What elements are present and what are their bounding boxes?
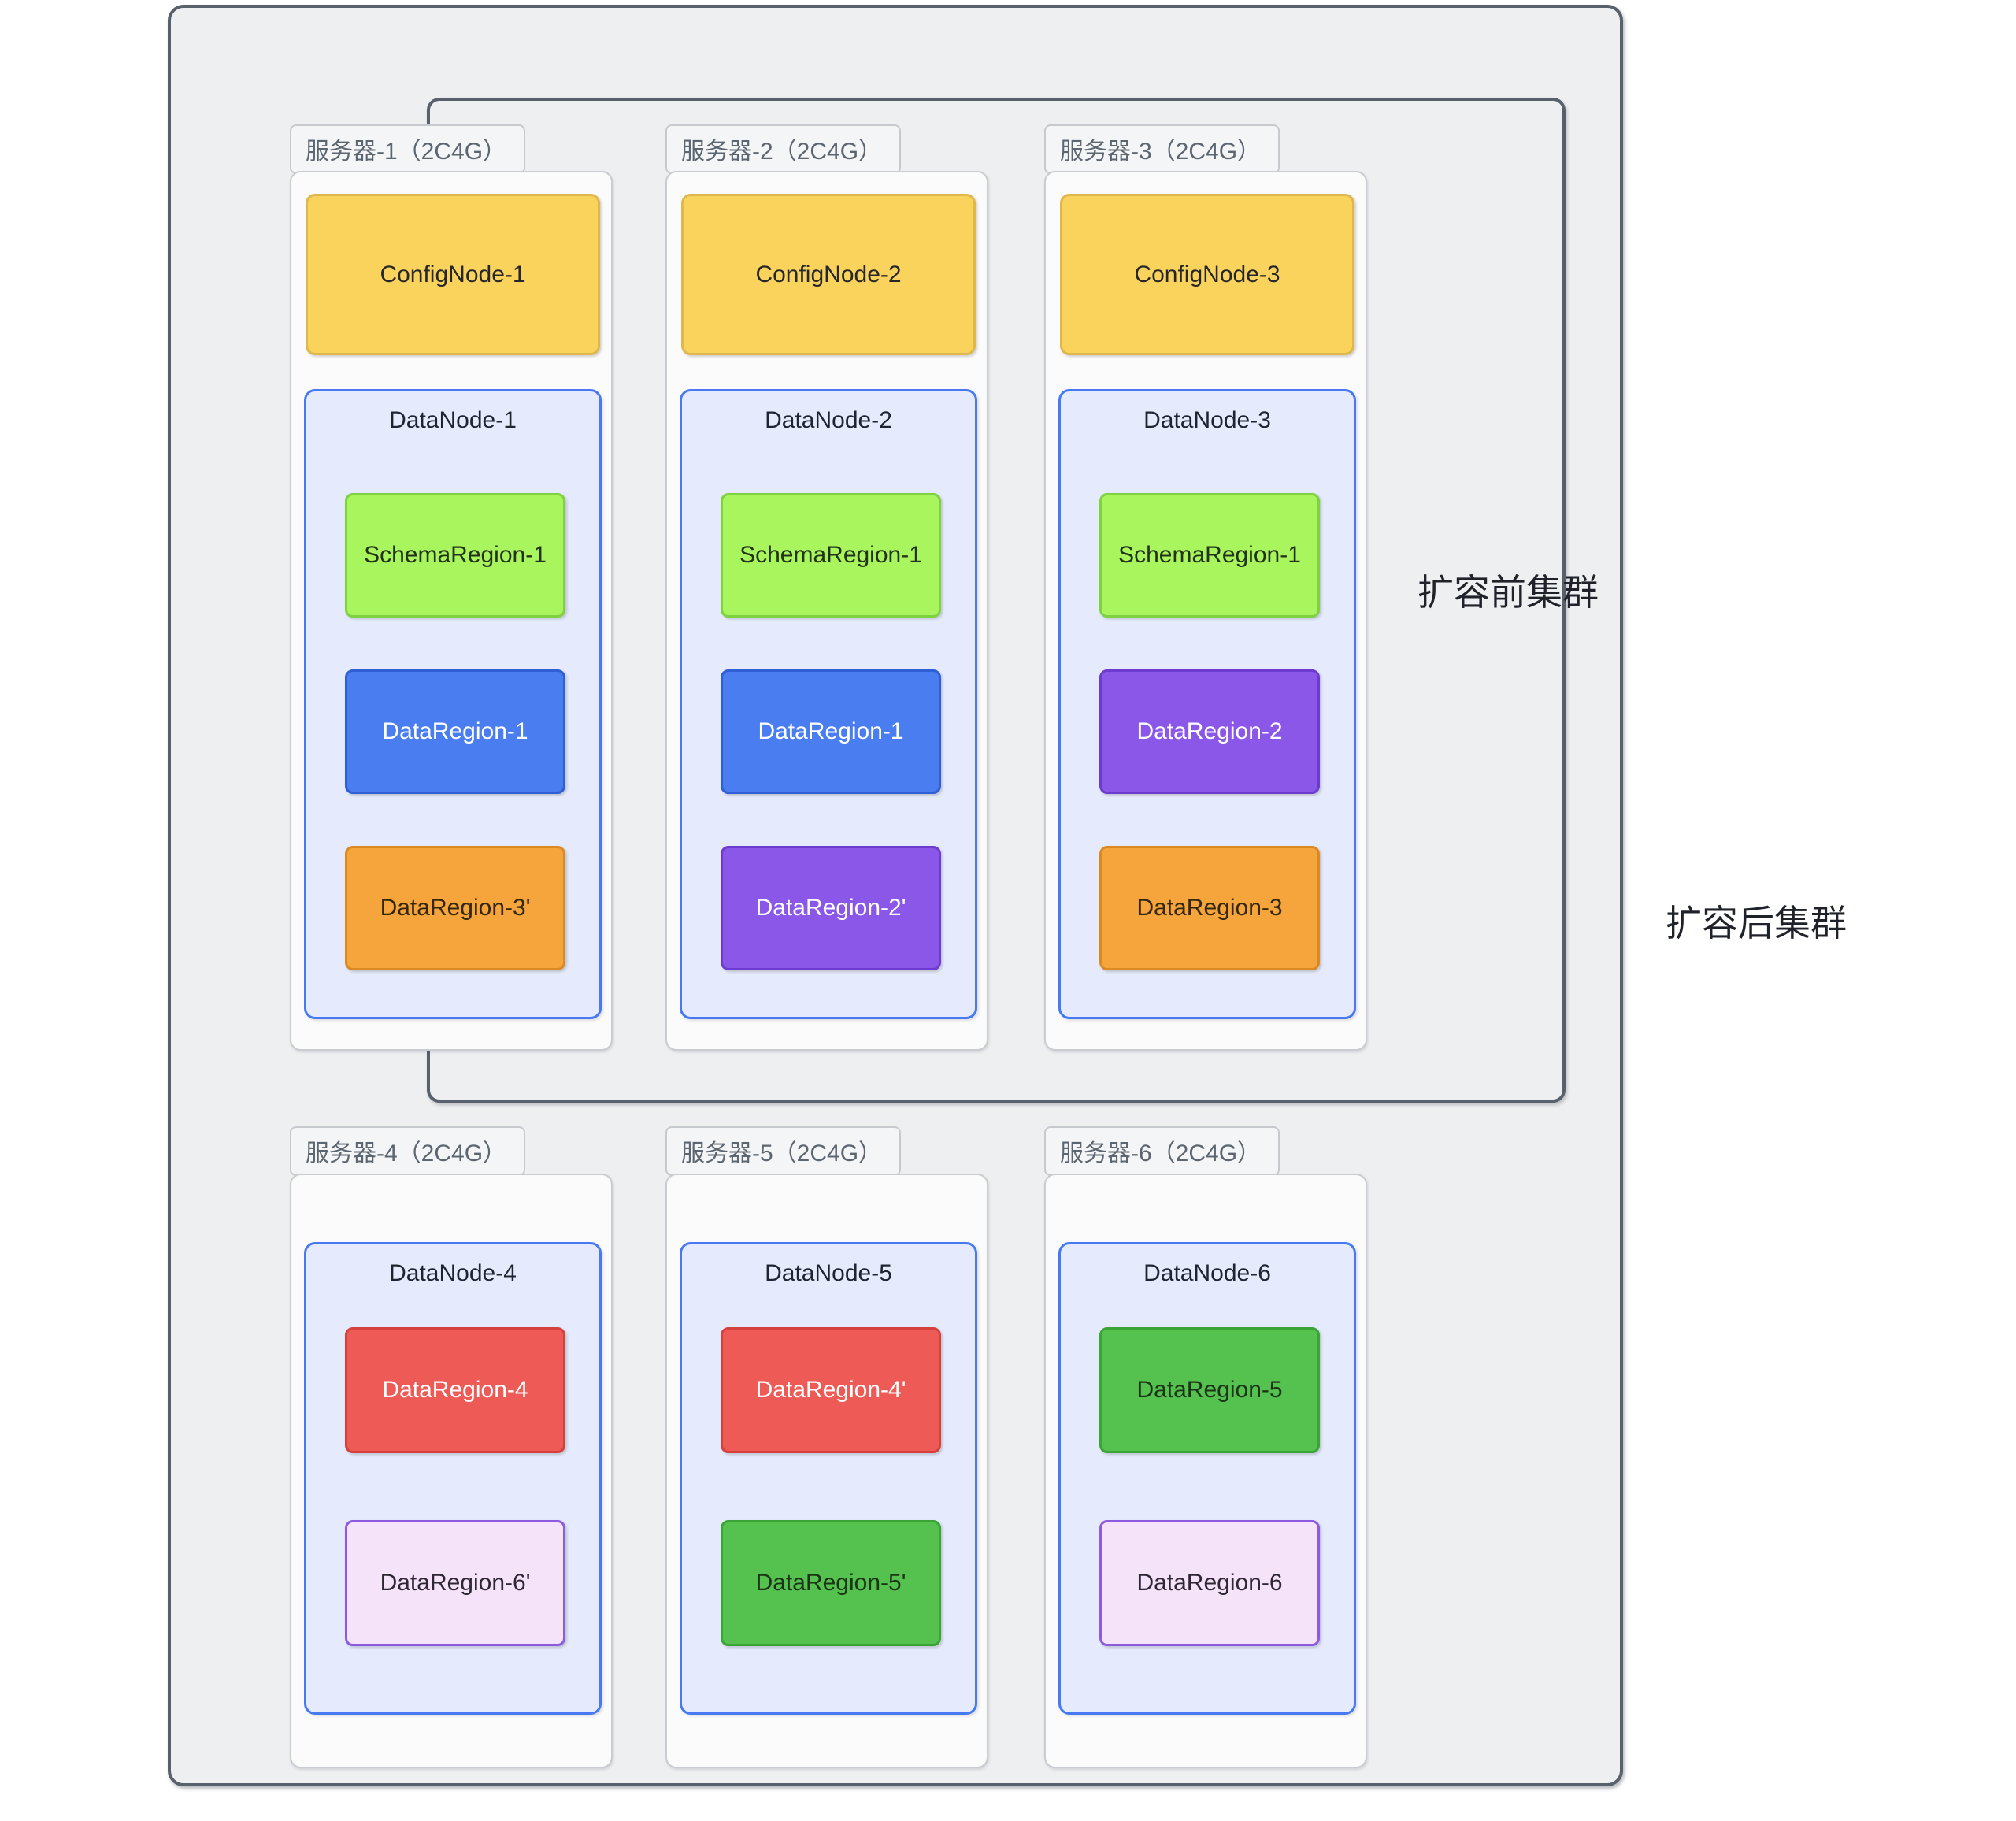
server-card-3: 服务器-3（2C4G） ConfigNode-3 DataNode-3 Sche…: [1044, 124, 1367, 1051]
region-label: DataRegion-6: [1136, 1570, 1283, 1596]
region-label: DataRegion-3: [1136, 895, 1283, 921]
datanode-box: DataNode-2 SchemaRegion-1 DataRegion-1 D…: [680, 389, 977, 1019]
region-label: DataRegion-6': [380, 1570, 531, 1596]
region-label: DataRegion-5: [1136, 1377, 1283, 1403]
region-label: DataRegion-5': [755, 1570, 906, 1596]
confignode-label: ConfigNode-2: [755, 261, 902, 287]
region-box: DataRegion-3: [1099, 846, 1320, 970]
server-label: 服务器-5（2C4G）: [665, 1126, 902, 1176]
region-box: DataRegion-6': [345, 1520, 565, 1646]
server-box: DataNode-6 DataRegion-5 DataRegion-6: [1044, 1174, 1367, 1768]
region-label: DataRegion-4: [382, 1377, 528, 1403]
datanode-title: DataNode-6: [1143, 1260, 1271, 1286]
server-label: 服务器-4（2C4G）: [290, 1126, 526, 1176]
region-box: SchemaRegion-1: [721, 493, 941, 618]
server-label: 服务器-1（2C4G）: [290, 124, 526, 174]
server-card-2: 服务器-2（2C4G） ConfigNode-2 DataNode-2 Sche…: [665, 124, 988, 1051]
region-label: DataRegion-2': [755, 895, 906, 921]
server-box: ConfigNode-1 DataNode-1 SchemaRegion-1 D…: [290, 171, 613, 1051]
server-box: DataNode-4 DataRegion-4 DataRegion-6': [290, 1174, 613, 1768]
server-label: 服务器-6（2C4G）: [1044, 1126, 1280, 1176]
region-box: DataRegion-5: [1099, 1327, 1320, 1453]
server-label: 服务器-2（2C4G）: [665, 124, 902, 174]
region-box: DataRegion-4': [721, 1327, 941, 1453]
datanode-box: DataNode-1 SchemaRegion-1 DataRegion-1 D…: [304, 389, 602, 1019]
region-label: DataRegion-3': [380, 895, 531, 921]
confignode-box: ConfigNode-3: [1060, 194, 1354, 355]
region-label: DataRegion-1: [758, 718, 904, 744]
region-label: SchemaRegion-1: [739, 542, 922, 568]
region-box: SchemaRegion-1: [1099, 493, 1320, 618]
cluster-before-label: 扩容前集群: [1418, 572, 1599, 613]
datanode-title: DataNode-2: [765, 407, 892, 433]
server-card-1: 服务器-1（2C4G） ConfigNode-1 DataNode-1 Sche…: [290, 124, 613, 1051]
region-box: SchemaRegion-1: [345, 493, 565, 618]
datanode-box: DataNode-5 DataRegion-4' DataRegion-5': [680, 1242, 977, 1715]
region-box: DataRegion-5': [721, 1520, 941, 1646]
server-box: ConfigNode-2 DataNode-2 SchemaRegion-1 D…: [665, 171, 988, 1051]
server-box: ConfigNode-3 DataNode-3 SchemaRegion-1 D…: [1044, 171, 1367, 1051]
datanode-title: DataNode-3: [1143, 407, 1271, 433]
datanode-box: DataNode-3 SchemaRegion-1 DataRegion-2 D…: [1058, 389, 1356, 1019]
region-label: SchemaRegion-1: [364, 542, 547, 568]
server-card-4: 服务器-4（2C4G） DataNode-4 DataRegion-4 Data…: [290, 1126, 613, 1768]
datanode-box: DataNode-6 DataRegion-5 DataRegion-6: [1058, 1242, 1356, 1715]
region-label: DataRegion-1: [382, 718, 528, 744]
datanode-title: DataNode-4: [389, 1260, 517, 1286]
server-box: DataNode-5 DataRegion-4' DataRegion-5': [665, 1174, 988, 1768]
region-box: DataRegion-2: [1099, 669, 1320, 794]
region-label: DataRegion-2: [1136, 718, 1283, 744]
server-label: 服务器-3（2C4G）: [1044, 124, 1280, 174]
server-card-6: 服务器-6（2C4G） DataNode-6 DataRegion-5 Data…: [1044, 1126, 1367, 1768]
region-box: DataRegion-6: [1099, 1520, 1320, 1646]
region-box: DataRegion-3': [345, 846, 565, 970]
region-label: DataRegion-4': [755, 1377, 906, 1403]
server-card-5: 服务器-5（2C4G） DataNode-5 DataRegion-4' Dat…: [665, 1126, 988, 1768]
region-label: SchemaRegion-1: [1118, 542, 1301, 568]
confignode-box: ConfigNode-2: [681, 194, 976, 355]
confignode-label: ConfigNode-3: [1134, 261, 1280, 287]
confignode-box: ConfigNode-1: [306, 194, 600, 355]
region-box: DataRegion-1: [721, 669, 941, 794]
region-box: DataRegion-4: [345, 1327, 565, 1453]
datanode-title: DataNode-1: [389, 407, 517, 433]
confignode-label: ConfigNode-1: [380, 261, 526, 287]
datanode-box: DataNode-4 DataRegion-4 DataRegion-6': [304, 1242, 602, 1715]
region-box: DataRegion-2': [721, 846, 941, 970]
cluster-after-label: 扩容后集群: [1666, 903, 1847, 944]
region-box: DataRegion-1: [345, 669, 565, 794]
datanode-title: DataNode-5: [765, 1260, 892, 1286]
